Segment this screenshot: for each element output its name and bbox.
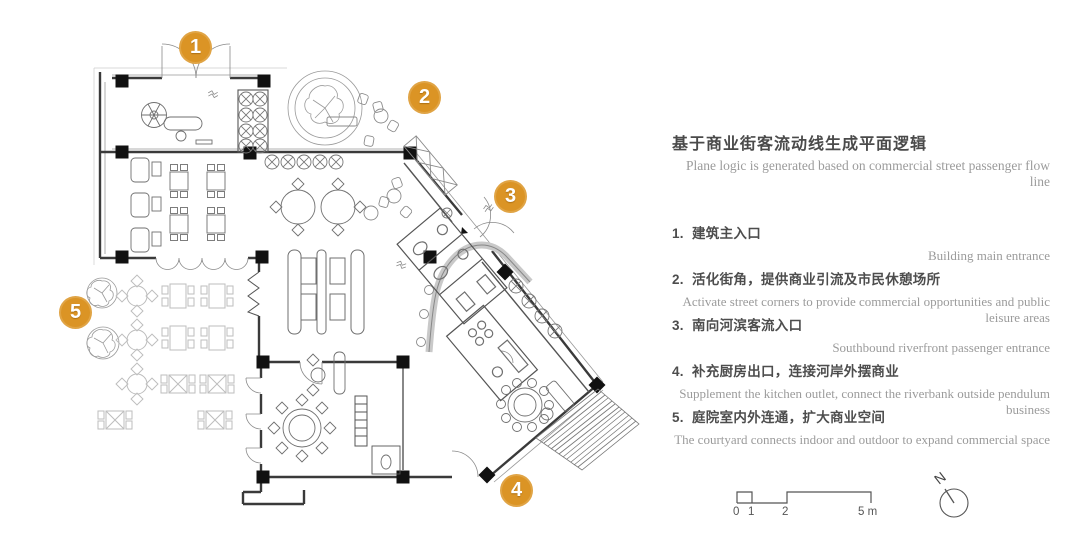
legend-item-1: 1.建筑主入口 Building main entrance <box>672 222 1050 264</box>
private-dining-2 <box>496 378 575 432</box>
legend-en: The courtyard connects indoor and outdoo… <box>674 432 1050 447</box>
booth-seating <box>287 249 365 335</box>
legend-cn: 3.南向河滨客流入口 <box>672 318 803 333</box>
corner-terrace <box>287 70 458 221</box>
folding-door <box>246 271 260 317</box>
dining-room-left <box>130 157 226 253</box>
kitchen-counter <box>354 395 401 475</box>
marker-3: 3 <box>494 180 527 213</box>
riverfront-deck <box>535 388 640 471</box>
tree-icon <box>287 70 363 146</box>
restroom-block <box>396 207 508 325</box>
scale-label-5m: 5 m <box>858 506 878 518</box>
scale-bar <box>736 491 872 504</box>
entry-arrow <box>461 227 468 234</box>
marker-2: 2 <box>408 81 441 114</box>
outdoor-bar <box>403 135 458 196</box>
marker-4: 4 <box>500 474 533 507</box>
legend-cn: 1.建筑主入口 <box>672 226 761 241</box>
kitchen-block <box>445 304 539 402</box>
svg-text:N: N <box>931 469 949 488</box>
legend-en: Activate street corners to provide comme… <box>682 294 1051 325</box>
bar-counter <box>416 207 533 353</box>
reception-area <box>141 102 213 145</box>
marker-1: 1 <box>179 31 212 64</box>
legend-cn: 5.庭院室内外连通，扩大商业空间 <box>672 410 886 425</box>
legend-item-5: 5.庭院室内外连通，扩大商业空间 The courtyard connects … <box>672 406 1050 448</box>
scale-label-0: 0 <box>733 506 740 518</box>
scale-label-2: 2 <box>782 506 789 518</box>
north-arrow-icon: N <box>931 469 969 518</box>
legend-en: Supplement the kitchen outlet, connect t… <box>679 386 1050 417</box>
private-dining-1 <box>267 351 346 463</box>
legend-en: Building main entrance <box>927 248 1050 263</box>
marker-5: 5 <box>59 296 92 329</box>
scale-label-1: 1 <box>748 506 755 518</box>
door-swings <box>155 43 515 478</box>
legend-cn: 2.活化街角，提供商业引流及市民休憩场所 <box>672 272 941 287</box>
legend-item-4: 4.补充厨房出口，连接河岸外摆商业 Supplement the kitchen… <box>672 360 1050 418</box>
legend-en: Southbound riverfront passenger entrance <box>832 340 1050 355</box>
hall-round-tables <box>269 177 367 237</box>
page-subtitle: Plane logic is generated based on commer… <box>686 158 1050 189</box>
tree-icon <box>86 277 120 360</box>
site-lines <box>93 67 287 265</box>
courtyard <box>86 275 235 430</box>
floor-plan <box>86 43 640 506</box>
legend-item-2: 2.活化街角，提供商业引流及市民休憩场所 Activate street cor… <box>672 268 1050 326</box>
legend-cn: 4.补充厨房出口，连接河岸外摆商业 <box>672 364 899 379</box>
legend-item-3: 3.南向河滨客流入口 Southbound riverfront passeng… <box>672 314 1050 356</box>
page-title: 基于商业街客流动线生成平面逻辑 <box>672 136 928 153</box>
